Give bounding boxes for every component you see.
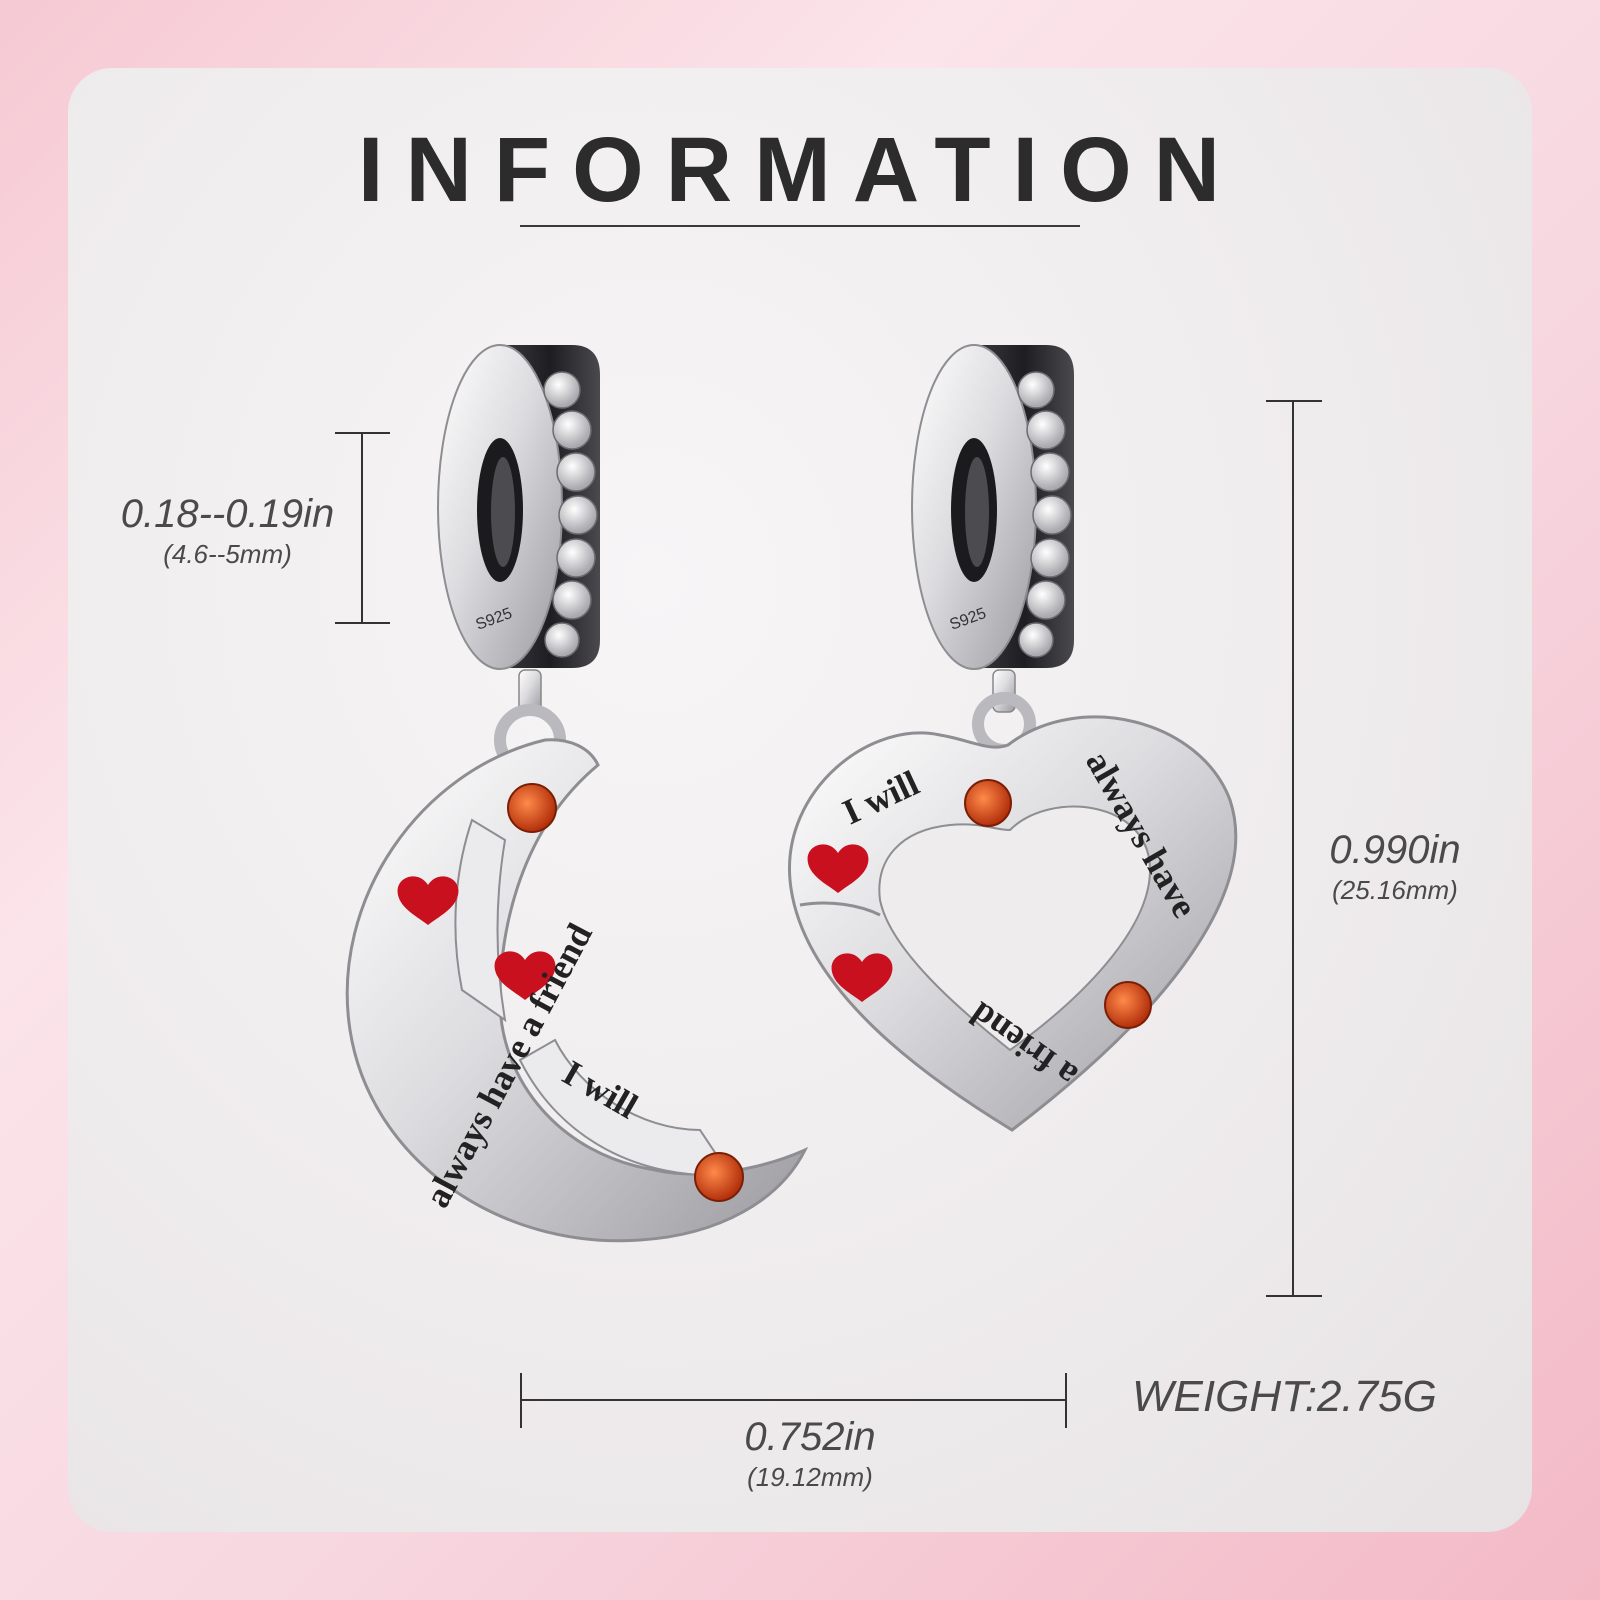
bail-size-label: 0.18--0.19in (4.6--5mm): [100, 490, 355, 570]
weight-label: WEIGHT:2.75G: [1132, 1372, 1437, 1421]
height-inches: 0.990in: [1329, 828, 1461, 872]
moon-bail-crystals: [543, 371, 598, 658]
width-label: 0.752in (19.12mm): [700, 1413, 920, 1493]
height-dimension-line: [1266, 400, 1322, 1297]
heart-charm: S925 I will always have a friend: [788, 344, 1238, 1132]
title-underline: [520, 225, 1080, 227]
moon-charm: S925 always have a friend I will: [345, 344, 809, 1243]
height-label: 0.990in (25.16mm): [1310, 826, 1480, 906]
heart-charm-bail: S925: [911, 344, 1074, 670]
page-title: INFORMATION: [357, 119, 1243, 221]
bail-size-inches: 0.18--0.19in: [120, 492, 335, 536]
width-inches: 0.752in: [744, 1415, 876, 1459]
height-mm: (25.16mm): [1332, 875, 1458, 905]
width-dimension-line: [520, 1373, 1067, 1428]
bail-size-mm: (4.6--5mm): [163, 539, 292, 569]
bail-dimension-line: [335, 432, 390, 624]
info-card: [68, 68, 1532, 1532]
heart-bail-crystals: [1017, 371, 1072, 658]
width-mm: (19.12mm): [747, 1462, 873, 1492]
moon-charm-bail: S925: [437, 344, 600, 670]
